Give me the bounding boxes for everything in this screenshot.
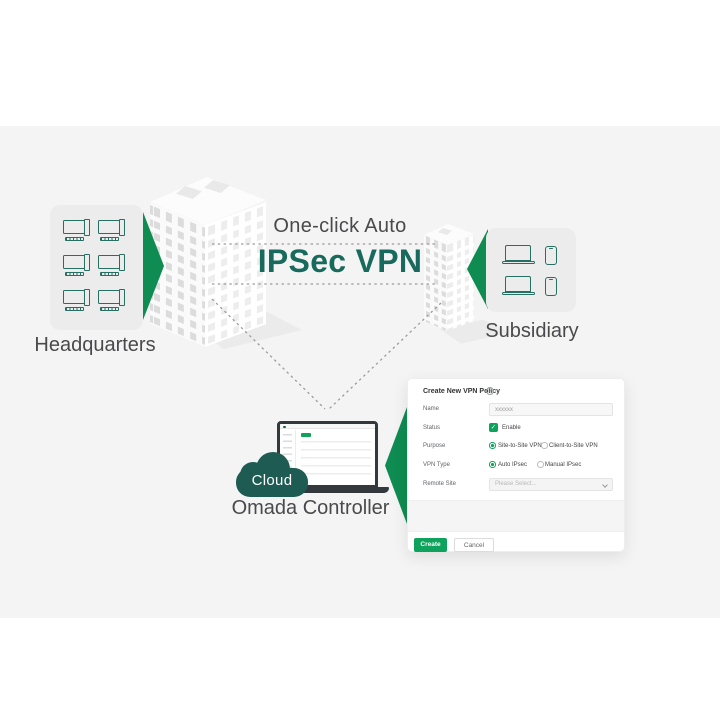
radio-manual-ipsec-label: Manual IPsec <box>545 462 582 468</box>
laptop-icon <box>502 276 536 297</box>
panel-divider-strip <box>408 500 624 532</box>
radio-auto-ipsec-label: Auto IPsec <box>498 462 528 468</box>
roof-vent <box>438 228 452 235</box>
create-button[interactable]: Create <box>414 538 447 552</box>
radio-site-to-site[interactable] <box>489 442 496 449</box>
name-label: Name <box>423 406 440 412</box>
remote-site-select[interactable]: Please Select... <box>489 478 613 491</box>
building-face-right <box>447 235 474 331</box>
mini-ui-topbar <box>280 424 375 429</box>
name-input[interactable] <box>489 403 613 416</box>
radio-site-to-site-label: Site-to-Site VPN <box>498 443 542 449</box>
radio-client-to-site[interactable] <box>541 442 548 449</box>
chevron-down-icon <box>602 481 608 488</box>
desktop-computer-icon <box>98 254 126 277</box>
subsidiary-devices-card <box>486 228 576 312</box>
panel-title: Create New VPN Policy <box>423 388 501 395</box>
radio-manual-ipsec[interactable] <box>537 461 544 468</box>
mini-ui-green-button <box>301 433 311 437</box>
controller-label: Omada Controller <box>231 497 390 519</box>
purpose-label: Purpose <box>423 443 446 449</box>
vpn-title-label: IPSec VPN <box>257 243 423 279</box>
mini-ui-sidebar <box>280 430 296 485</box>
headquarters-label: Headquarters <box>34 334 156 356</box>
mini-ui-content <box>297 430 375 485</box>
laptop-base <box>266 487 389 493</box>
cloud-label: Cloud <box>251 472 293 489</box>
enable-checkbox-label: Enable <box>502 425 521 431</box>
help-icon[interactable]: ? <box>486 387 494 395</box>
headquarters-building-illustration <box>150 177 266 350</box>
remote-site-label: Remote Site <box>423 481 457 487</box>
subsidiary-label: Subsidiary <box>485 320 579 342</box>
laptop-icon <box>502 245 536 266</box>
radio-client-to-site-label: Client-to-Site VPN <box>549 443 598 449</box>
enable-checkbox[interactable]: ✓ <box>489 423 498 432</box>
cloud-shape <box>236 468 308 497</box>
headline-top-label: One-click Auto <box>273 215 407 237</box>
vpn-type-label: VPN Type <box>423 462 450 468</box>
status-label: Status <box>423 425 441 431</box>
smartphone-icon <box>545 277 557 296</box>
desktop-computer-icon <box>63 289 91 312</box>
radio-auto-ipsec[interactable] <box>489 461 496 468</box>
desktop-computer-icon <box>63 254 91 277</box>
desktop-computer-icon <box>98 289 126 312</box>
smartphone-icon <box>545 246 557 265</box>
roof-vent <box>176 186 202 199</box>
cloud-badge: Cloud <box>236 452 308 497</box>
roof-vent <box>204 180 230 193</box>
mini-ui-table-rows <box>301 441 371 479</box>
subsidiary-building-illustration <box>424 224 474 339</box>
desktop-computer-icon <box>63 219 91 242</box>
desktop-computer-icon <box>98 219 126 242</box>
vpn-policy-panel: Create New VPN Policy ? Name Status ✓ En… <box>407 378 625 552</box>
headquarters-devices-card <box>50 205 143 330</box>
remote-site-placeholder: Please Select... <box>495 481 537 487</box>
cancel-button[interactable]: Cancel <box>454 538 494 552</box>
